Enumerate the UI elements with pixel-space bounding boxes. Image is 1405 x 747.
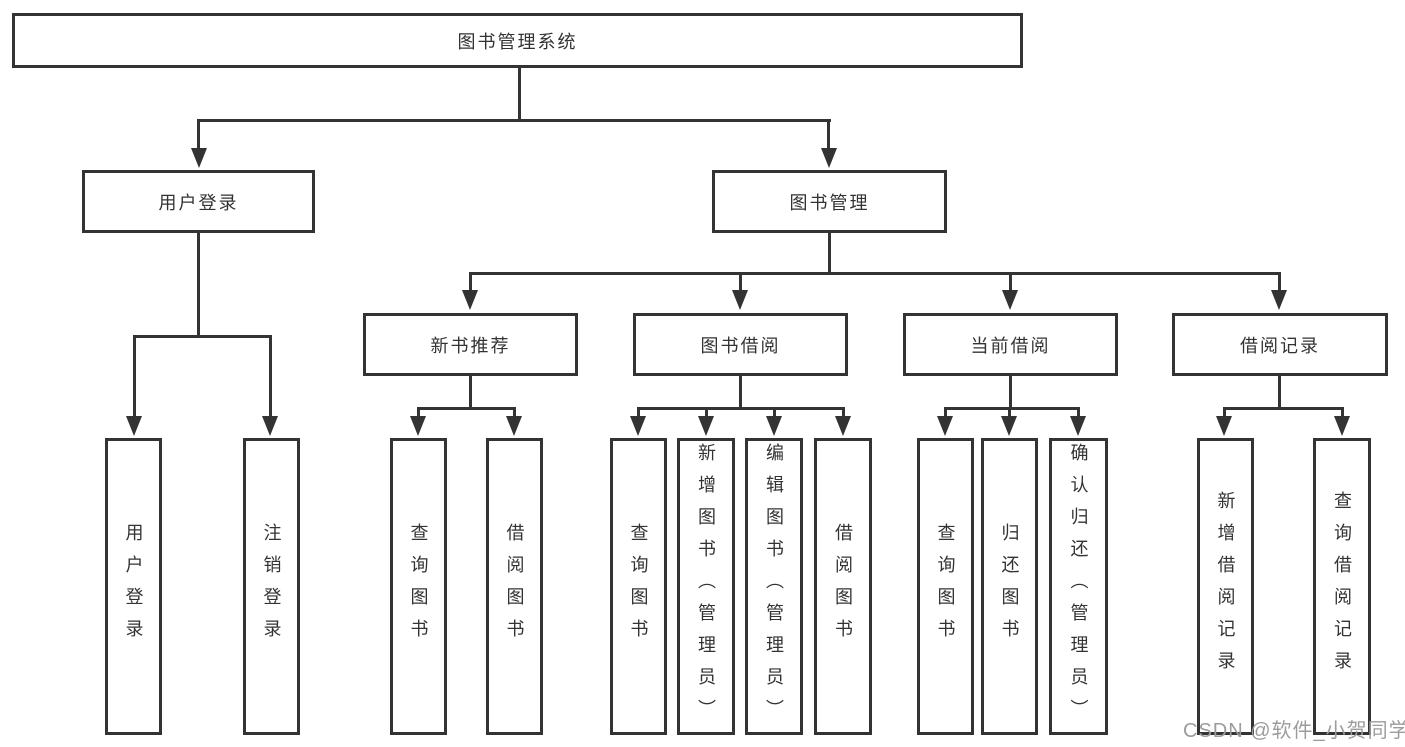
arrow-down-icon: [126, 416, 142, 436]
arrow-down-icon: [821, 148, 837, 168]
node-label: 借阅图书: [833, 522, 853, 651]
arrow-down-icon: [410, 416, 426, 436]
node-label: 编辑图书（管理员）: [764, 442, 784, 731]
arrow-down-icon: [1334, 416, 1350, 436]
connector-line: [739, 376, 742, 410]
node-library-management-system: 图书管理系统: [12, 13, 1023, 68]
node-label: 确认归还（管理员）: [1068, 442, 1089, 731]
connector-line: [1223, 407, 1344, 410]
node-label: 查询图书: [628, 522, 649, 651]
node-label: 借阅图书: [504, 522, 525, 651]
connector-line: [518, 66, 521, 122]
connector-line: [1008, 407, 1011, 418]
connector-line: [827, 119, 830, 152]
watermark-text: CSDN @软件_小贺同学: [1183, 720, 1405, 742]
connector-line: [739, 272, 742, 294]
node-logout-action: 注销登录: [243, 438, 300, 735]
arrow-down-icon: [191, 148, 207, 168]
node-label: 查询图书: [408, 522, 429, 651]
arrow-down-icon: [1070, 416, 1086, 436]
connector-line: [469, 272, 472, 294]
connector-line: [417, 407, 516, 410]
connector-line: [842, 407, 845, 418]
arrow-down-icon: [698, 416, 714, 436]
connector-line: [705, 407, 708, 418]
arrow-down-icon: [1002, 290, 1018, 310]
node-add-borrow-record: 新增借阅记录: [1197, 438, 1254, 735]
node-query-books-recommend: 查询图书: [390, 438, 447, 735]
connector-line: [1077, 407, 1080, 418]
arrow-down-icon: [462, 290, 478, 310]
node-query-books-current: 查询图书: [917, 438, 974, 735]
connector-line: [197, 119, 831, 122]
node-user-login: 用户登录: [82, 170, 315, 233]
connector-line: [1223, 407, 1226, 418]
arrow-down-icon: [937, 416, 953, 436]
connector-line: [197, 233, 200, 338]
arrow-down-icon: [1271, 290, 1287, 310]
node-label: 新增借阅记录: [1215, 490, 1236, 683]
connector-line: [133, 335, 136, 418]
node-add-books-admin: 新增图书（管理员）: [677, 438, 735, 735]
node-borrow-books-borrowing: 借阅图书: [814, 438, 872, 735]
node-user-login-action: 用户登录: [105, 438, 162, 735]
connector-line: [944, 407, 1080, 410]
node-edit-books-admin: 编辑图书（管理员）: [745, 438, 803, 735]
arrow-down-icon: [835, 416, 851, 436]
node-label: 用户登录: [158, 192, 239, 213]
node-book-management: 图书管理: [712, 170, 947, 233]
arrow-down-icon: [732, 290, 748, 310]
connector-line: [1278, 272, 1281, 294]
connector-line: [417, 407, 420, 418]
connector-line: [637, 407, 640, 418]
connector-line: [469, 376, 472, 410]
arrow-down-icon: [1001, 416, 1017, 436]
node-label: 新书推荐: [430, 335, 511, 356]
node-confirm-return-admin: 确认归还（管理员）: [1049, 438, 1108, 735]
arrow-down-icon: [630, 416, 646, 436]
connector-line: [1341, 407, 1344, 418]
connector-line: [944, 407, 947, 418]
node-label: 图书管理: [789, 192, 870, 213]
connector-line: [637, 407, 845, 410]
node-label: 新增图书（管理员）: [696, 442, 716, 731]
connector-line: [469, 272, 1281, 275]
node-label: 图书借阅: [700, 335, 781, 356]
connector-line: [269, 335, 272, 418]
node-borrow-books-recommend: 借阅图书: [486, 438, 543, 735]
connector-line: [828, 233, 831, 274]
node-current-borrowing: 当前借阅: [903, 313, 1118, 376]
node-new-book-recommendation: 新书推荐: [363, 313, 578, 376]
node-query-books-borrowing: 查询图书: [610, 438, 667, 735]
node-label: 注销登录: [261, 522, 282, 651]
node-label: 借阅记录: [1240, 335, 1320, 356]
node-label: 用户登录: [123, 522, 144, 651]
connector-line: [513, 407, 516, 418]
arrow-down-icon: [1216, 416, 1232, 436]
connector-line: [197, 119, 200, 152]
connector-line: [1278, 376, 1281, 410]
node-book-borrowing: 图书借阅: [633, 313, 848, 376]
connector-line: [1009, 376, 1012, 410]
arrow-down-icon: [262, 416, 278, 436]
connector-line: [773, 407, 776, 418]
node-label: 查询借阅记录: [1332, 490, 1352, 683]
node-borrowing-records: 借阅记录: [1172, 313, 1388, 376]
node-label: 查询图书: [935, 522, 956, 651]
node-return-books: 归还图书: [981, 438, 1038, 735]
node-label: 归还图书: [999, 522, 1020, 651]
node-query-borrow-record: 查询借阅记录: [1313, 438, 1371, 735]
arrow-down-icon: [506, 416, 522, 436]
node-label: 图书管理系统: [457, 31, 578, 52]
connector-line: [1009, 272, 1012, 294]
node-label: 当前借阅: [970, 335, 1051, 356]
connector-line: [133, 335, 272, 338]
arrow-down-icon: [766, 416, 782, 436]
